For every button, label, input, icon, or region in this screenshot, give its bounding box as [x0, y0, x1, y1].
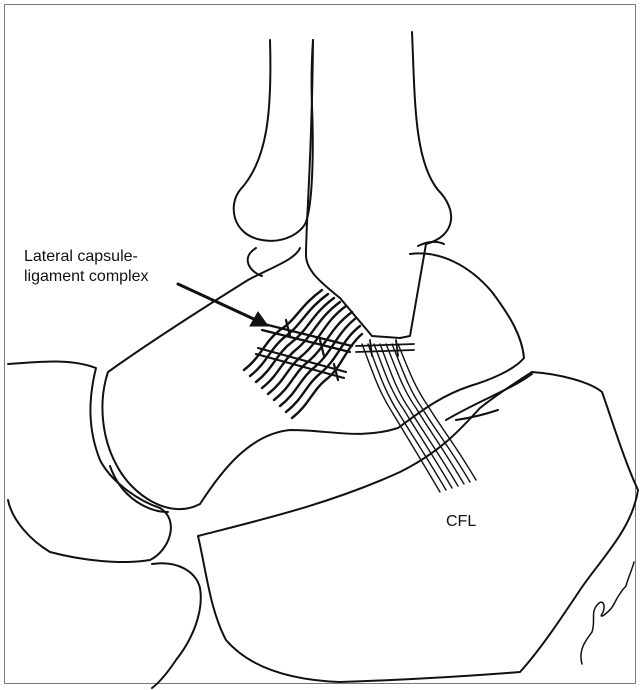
cfl-ligament-fibers: [362, 344, 476, 492]
calcaneus-bone: [198, 372, 638, 682]
lateral-label-line1: Lateral capsule-: [24, 247, 149, 267]
cfl-label: CFL: [446, 512, 476, 532]
talar-dome-gap: [248, 242, 444, 276]
lateral-capsule-ligament-fibers: [244, 290, 362, 418]
fibula-bone: [234, 40, 313, 241]
lateral-capsule-ligament-label: Lateral capsule- ligament complex: [24, 247, 149, 287]
navicular-bone: [8, 362, 171, 563]
lateral-label-line2: ligament complex: [24, 267, 149, 287]
cuneiform-lower: [152, 563, 201, 688]
cfl-sutures: [356, 340, 414, 356]
pointer-arrow: [178, 284, 268, 326]
tibia-bone: [306, 32, 451, 338]
